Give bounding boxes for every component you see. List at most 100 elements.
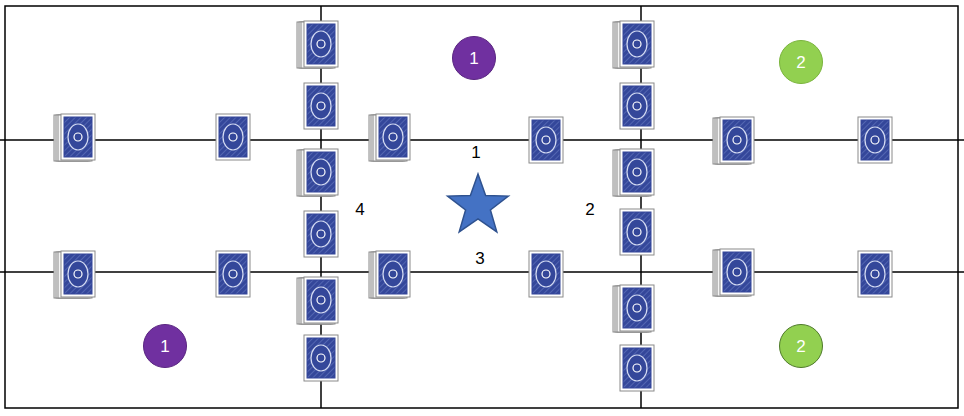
card-face (720, 117, 754, 163)
card-ornament (627, 219, 647, 245)
card-back (307, 214, 335, 254)
card-face (529, 117, 563, 163)
card-ornament (317, 102, 325, 110)
card-ornament (633, 364, 641, 372)
player-circle: 1 (143, 324, 187, 368)
card (304, 83, 338, 129)
card-ornament (542, 136, 550, 144)
card-ornament (317, 230, 325, 238)
card-deck (713, 117, 754, 164)
card-back (623, 152, 651, 192)
side-number: 1 (469, 144, 482, 163)
card-ornament (389, 270, 397, 278)
card-deck (613, 285, 654, 332)
card-face (620, 21, 654, 67)
card-ornament (68, 124, 88, 150)
card-face (620, 209, 654, 255)
board-border (5, 6, 958, 408)
card-back (532, 254, 560, 294)
card-face (858, 117, 892, 163)
star-marker (448, 174, 509, 232)
card-face (376, 251, 410, 297)
card-face (529, 251, 563, 297)
card-ornament (311, 159, 331, 185)
card-face (304, 277, 338, 323)
card-face (304, 211, 338, 257)
card-ornament (74, 270, 82, 278)
card-back (861, 120, 889, 160)
card-ornament (223, 124, 243, 150)
card-back (379, 254, 407, 294)
player-number: 1 (160, 338, 169, 355)
card-ornament (733, 268, 741, 276)
card-back (219, 254, 247, 294)
card-face (620, 345, 654, 391)
track-line (0, 139, 964, 141)
card-face (376, 114, 410, 160)
card-face (216, 251, 250, 297)
card-back (623, 212, 651, 252)
card-ornament (871, 270, 879, 278)
card-ornament (389, 133, 397, 141)
card-ornament (229, 133, 237, 141)
card (304, 335, 338, 381)
card-face (720, 249, 754, 295)
card-ornament (727, 259, 747, 285)
side-number: 4 (353, 201, 366, 220)
card-back (623, 24, 651, 64)
card-ornament (311, 221, 331, 247)
card-back (64, 117, 92, 157)
card-back (307, 338, 335, 378)
card-back (723, 252, 751, 292)
card (858, 251, 892, 297)
card-face (304, 149, 338, 195)
card-face (620, 285, 654, 331)
card-ornament (865, 127, 885, 153)
card-ornament (383, 261, 403, 287)
card-ornament (311, 287, 331, 313)
card-ornament (633, 228, 641, 236)
card-ornament (317, 296, 325, 304)
card-ornament (536, 261, 556, 287)
card-ornament (633, 40, 641, 48)
card-deck (713, 249, 754, 296)
card-deck (54, 251, 95, 298)
card-back (307, 86, 335, 126)
card-ornament (317, 354, 325, 362)
card-deck (613, 21, 654, 68)
card-deck (369, 251, 410, 298)
card-face (858, 251, 892, 297)
card-face (61, 114, 95, 160)
card-deck (369, 114, 410, 161)
card-back (64, 254, 92, 294)
card-ornament (733, 136, 741, 144)
card-back (861, 254, 889, 294)
card-back (623, 348, 651, 388)
player-circle: 2 (779, 324, 823, 368)
card (620, 83, 654, 129)
card-back (532, 120, 560, 160)
card-ornament (627, 159, 647, 185)
card-deck (297, 21, 338, 68)
card-face (620, 149, 654, 195)
card-face (61, 251, 95, 297)
card-ornament (311, 31, 331, 57)
card (620, 209, 654, 255)
card-ornament (317, 40, 325, 48)
card (216, 251, 250, 297)
player-number: 1 (469, 50, 478, 67)
card-ornament (627, 93, 647, 119)
card-face (304, 335, 338, 381)
card-ornament (627, 31, 647, 57)
card-ornament (536, 127, 556, 153)
card-ornament (633, 102, 641, 110)
card-face (304, 83, 338, 129)
card-deck (297, 277, 338, 324)
card-ornament (865, 261, 885, 287)
card (216, 114, 250, 160)
card (304, 211, 338, 257)
card-face (620, 83, 654, 129)
card-back (307, 280, 335, 320)
card-ornament (311, 345, 331, 371)
